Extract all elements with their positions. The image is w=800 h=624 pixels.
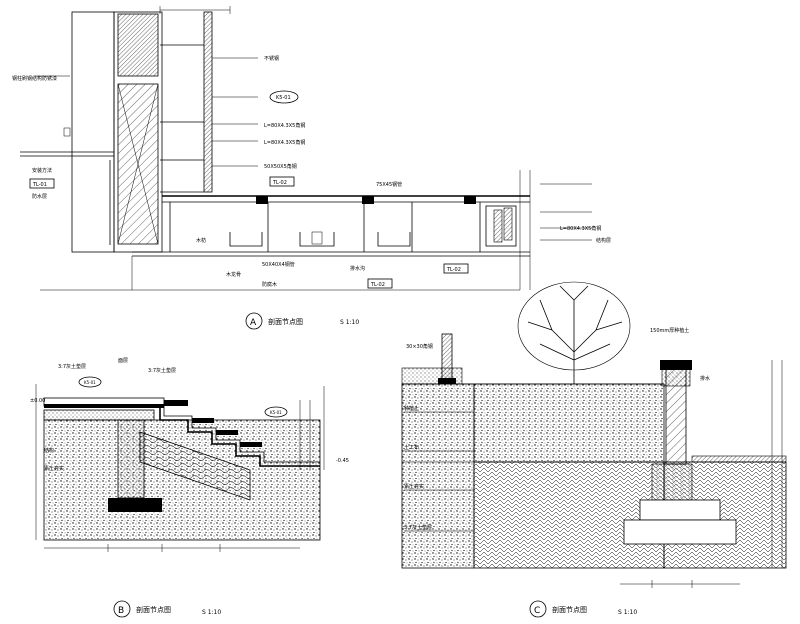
label-c-0: 30×30角钢	[406, 343, 433, 350]
label-c-3: 素土夯实	[404, 483, 424, 490]
detail-c-section: 30×30角钢 150mm厚种植土 种植土 素土夯实 3:7灰土垫层 土工布 排…	[401, 281, 787, 618]
label-a-10: 防水层	[32, 193, 47, 200]
label-c-1: 150mm厚种植土	[650, 327, 689, 334]
label-a-9: 安装方法	[32, 167, 52, 174]
label-b-8: -0.45	[336, 458, 349, 464]
label-b-2: 面层	[118, 358, 128, 364]
label-a-15: TL-02	[370, 282, 385, 288]
label-b-1: K5-01	[84, 380, 96, 385]
compacted-soil	[473, 461, 665, 569]
steel-post-c	[441, 333, 453, 381]
detail-b-marker	[113, 600, 131, 618]
detail-c-marker	[529, 600, 547, 618]
detail-c-title-block: C 剖面节点图 S 1:10	[529, 600, 637, 618]
detail-b-marker-letter: B	[118, 606, 124, 616]
label-c-4: 3:7灰土垫层	[404, 524, 432, 531]
label-a-3: L=80X4.3X5角钢	[264, 122, 305, 129]
label-a-12: 50X40X4钢管	[262, 261, 295, 268]
label-b-6: 素土夯实	[44, 465, 64, 472]
detail-a-marker-letter: A	[250, 318, 257, 328]
label-a-17: 排水沟	[350, 265, 365, 272]
concrete-column	[71, 11, 115, 253]
beam-3	[464, 196, 476, 204]
stair-profile	[159, 404, 320, 467]
steel-post	[203, 11, 213, 193]
callout-k5-01-a: K5-01	[269, 90, 299, 104]
beam-2	[362, 196, 374, 204]
detail-a-marker	[245, 312, 263, 330]
label-a-14: 木龙骨	[226, 271, 241, 278]
label-a-7: 75X45钢管	[376, 181, 402, 188]
column-hatch-top	[117, 13, 159, 77]
detail-c-scale: S 1:10	[618, 609, 637, 616]
label-b-4: K5-01	[270, 410, 282, 415]
label-a-5: 50X50X5角钢	[264, 163, 297, 170]
label-c-6: 排水	[700, 375, 710, 382]
label-c-2: 种植土	[404, 405, 419, 412]
detail-a-title-block: A 剖面节点图 S 1:10	[245, 312, 359, 330]
label-a-2: K5-01	[276, 95, 291, 101]
label-a-4: L=80X4.3X5角钢	[264, 139, 305, 146]
label-b-7: ±0.00	[30, 398, 45, 404]
footing-block	[108, 498, 162, 512]
callout-k5-01-b1: K5-01	[78, 376, 102, 388]
detail-b-title-block: B 剖面节点图 S 1:10	[113, 600, 221, 618]
detail-b-section: 3:7灰土垫层 K5-01 面层 3:7灰土垫层 K5-01 结构 素土夯实 ±…	[30, 358, 349, 618]
detail-b-scale: S 1:10	[202, 609, 221, 616]
label-a-6: TL-02	[272, 180, 287, 186]
callout-k5-01-b2: K5-01	[264, 406, 288, 418]
detail-a-title: 剖面节点图	[268, 317, 303, 326]
label-a-11: 木枋	[196, 237, 206, 244]
detail-a-scale: S 1:10	[340, 319, 359, 326]
detail-c-title: 剖面节点图	[552, 605, 587, 614]
label-a-13: 防腐木	[262, 281, 277, 288]
detail-c-marker-letter: C	[534, 606, 540, 616]
label-b-3: 3:7灰土垫层	[148, 367, 176, 374]
label-b-5: 结构	[44, 447, 54, 454]
detail-a-section: 钢柱刷钢结构防锈漆 不锈钢 K5-01 L=80X4.3X5角钢 L=80X4.…	[12, 6, 611, 330]
label-a-8: TL-01	[32, 182, 47, 188]
label-c-5: 土工布	[404, 444, 419, 451]
planting-soil	[473, 383, 665, 463]
soil-mass	[43, 419, 321, 541]
label-b-0: 3:7灰土垫层	[58, 363, 86, 370]
label-a-1: 不锈钢	[264, 55, 279, 62]
detail-b-title: 剖面节点图	[136, 605, 171, 614]
label-a-0: 钢柱刷钢结构防锈漆	[12, 75, 57, 82]
label-a-18: L=80X4.3X5角钢	[560, 225, 601, 232]
label-a-16: TL-02	[446, 267, 461, 273]
beam-1	[256, 196, 268, 204]
label-a-19: 结构层	[596, 237, 611, 244]
tree-illustration	[517, 281, 631, 384]
